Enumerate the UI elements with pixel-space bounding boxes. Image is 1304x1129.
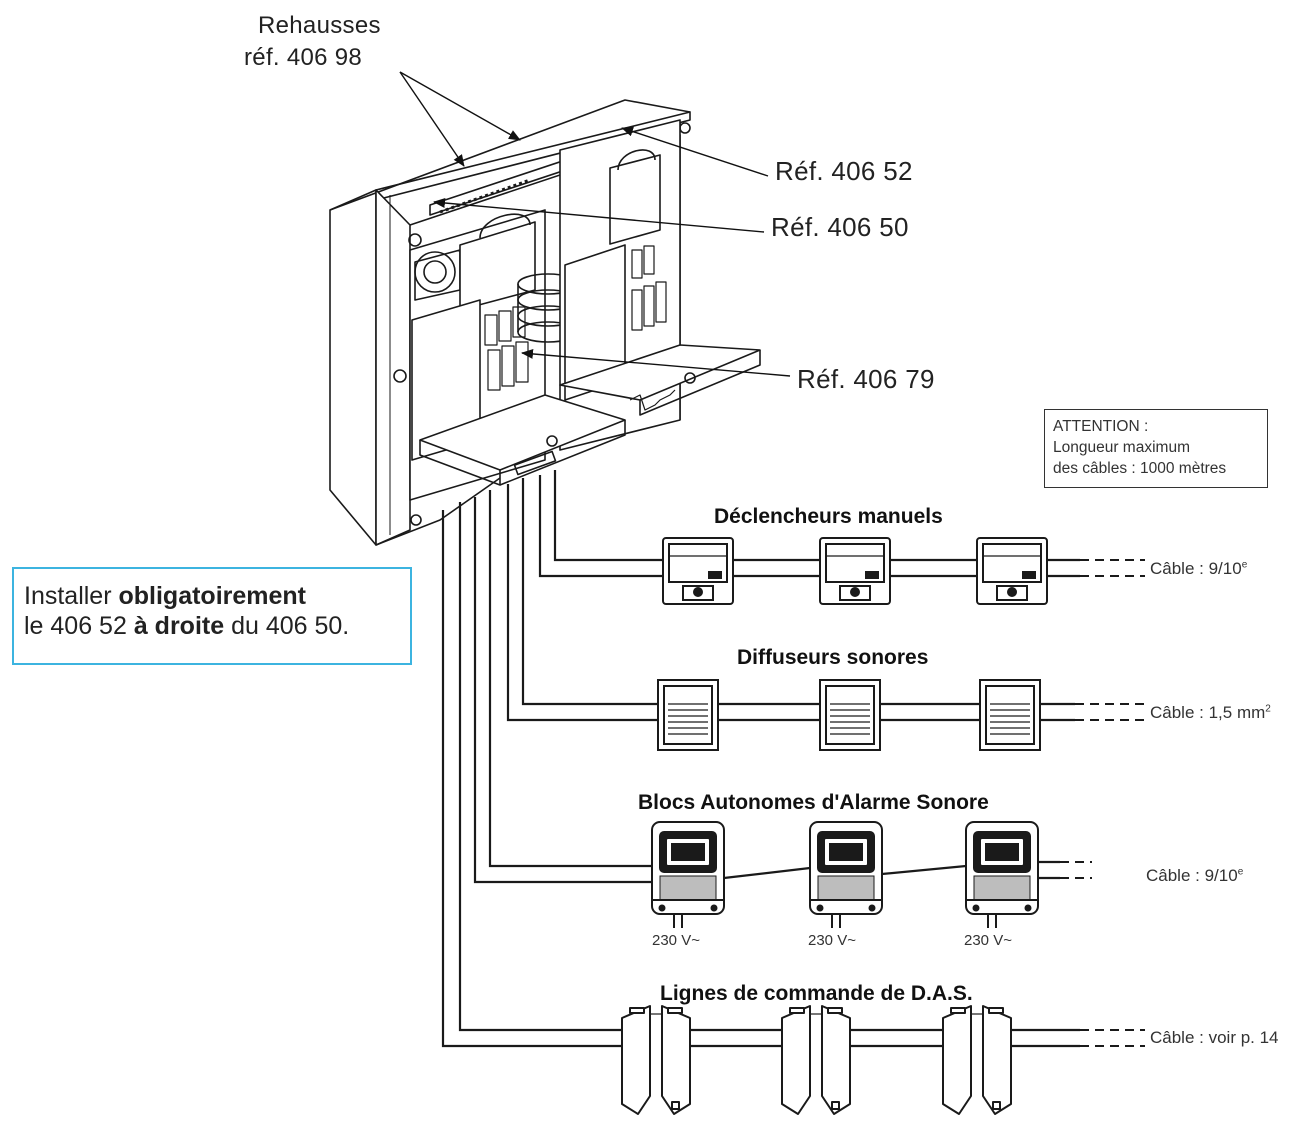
warning-text-3: du 406 50.: [224, 612, 350, 640]
rehausses-label: Rehausses: [258, 12, 381, 39]
cable-label-manual-call-points: Câble : 9/10e: [1150, 559, 1247, 579]
voltage-label-1: 230 V~: [652, 932, 700, 949]
section-title-das: Lignes de commande de D.A.S.: [660, 982, 973, 1005]
ref-40650-label: Réf. 406 50: [771, 212, 909, 242]
manual-call-point-3: [976, 537, 1048, 605]
das-device-1: [621, 1005, 691, 1115]
central-panel: [329, 99, 761, 546]
section-title-sounders: Diffuseurs sonores: [737, 646, 929, 669]
cable-label-baas: Câble : 9/10e: [1146, 866, 1243, 886]
dashed-continuations: [1060, 559, 1145, 1047]
das-device-2: [781, 1005, 851, 1115]
manual-call-point-1: [662, 537, 734, 605]
cable-sup-2: 2: [1265, 703, 1271, 715]
warning-bold-2: à droite: [133, 612, 225, 640]
manual-call-point-2: [819, 537, 891, 605]
manual-call-points: [662, 537, 1048, 605]
cable-text-2: Câble : 1,5 mm: [1150, 703, 1266, 722]
cable-label-sounders: Câble : 1,5 mm2: [1150, 703, 1271, 723]
baas-units: [651, 821, 1039, 928]
sounders: [657, 679, 1041, 751]
das-devices: [621, 1005, 1012, 1115]
sounder-2: [819, 679, 881, 751]
warning-bold-1: obligatoirement: [118, 582, 306, 610]
wiring-bus: [441, 470, 1080, 1048]
cable-text-1: Câble : 9/10: [1150, 559, 1242, 578]
section-title-manual-call-points: Déclencheurs manuels: [714, 505, 943, 528]
baas-unit-2: [809, 821, 883, 928]
sounder-3: [979, 679, 1041, 751]
baas-unit-3: [965, 821, 1039, 928]
reference-arrows: [399, 71, 791, 377]
attention-box: ATTENTION : Longueur maximum des câbles …: [1044, 409, 1268, 488]
attention-heading: ATTENTION :: [1053, 418, 1149, 435]
section-title-baas: Blocs Autonomes d'Alarme Sonore: [638, 791, 989, 814]
ref-40679-label: Réf. 406 79: [797, 364, 935, 394]
baas-unit-1: [651, 821, 725, 928]
cable-label-das: Câble : voir p. 14: [1150, 1028, 1279, 1048]
voltage-label-2: 230 V~: [808, 932, 856, 949]
warning-text-1: Installer: [24, 582, 119, 610]
voltage-label-3: 230 V~: [964, 932, 1012, 949]
warning-text-2: le 406 52: [24, 612, 134, 640]
attention-line-2: Longueur maximum: [1053, 439, 1190, 456]
ref-40652-label: Réf. 406 52: [775, 156, 913, 186]
cable-sup-3: e: [1237, 866, 1244, 878]
cable-sup-1: e: [1241, 559, 1248, 571]
cable-text-3: Câble : 9/10: [1146, 866, 1238, 885]
sounder-1: [657, 679, 719, 751]
cable-text-4: Câble : voir p. 14: [1150, 1028, 1279, 1047]
attention-line-3: des câbles : 1000 mètres: [1053, 460, 1227, 477]
installation-warning-box: Installer obligatoirement le 406 52 à dr…: [12, 567, 412, 665]
rehausses-ref-label: réf. 406 98: [244, 44, 363, 71]
das-device-3: [942, 1005, 1012, 1115]
